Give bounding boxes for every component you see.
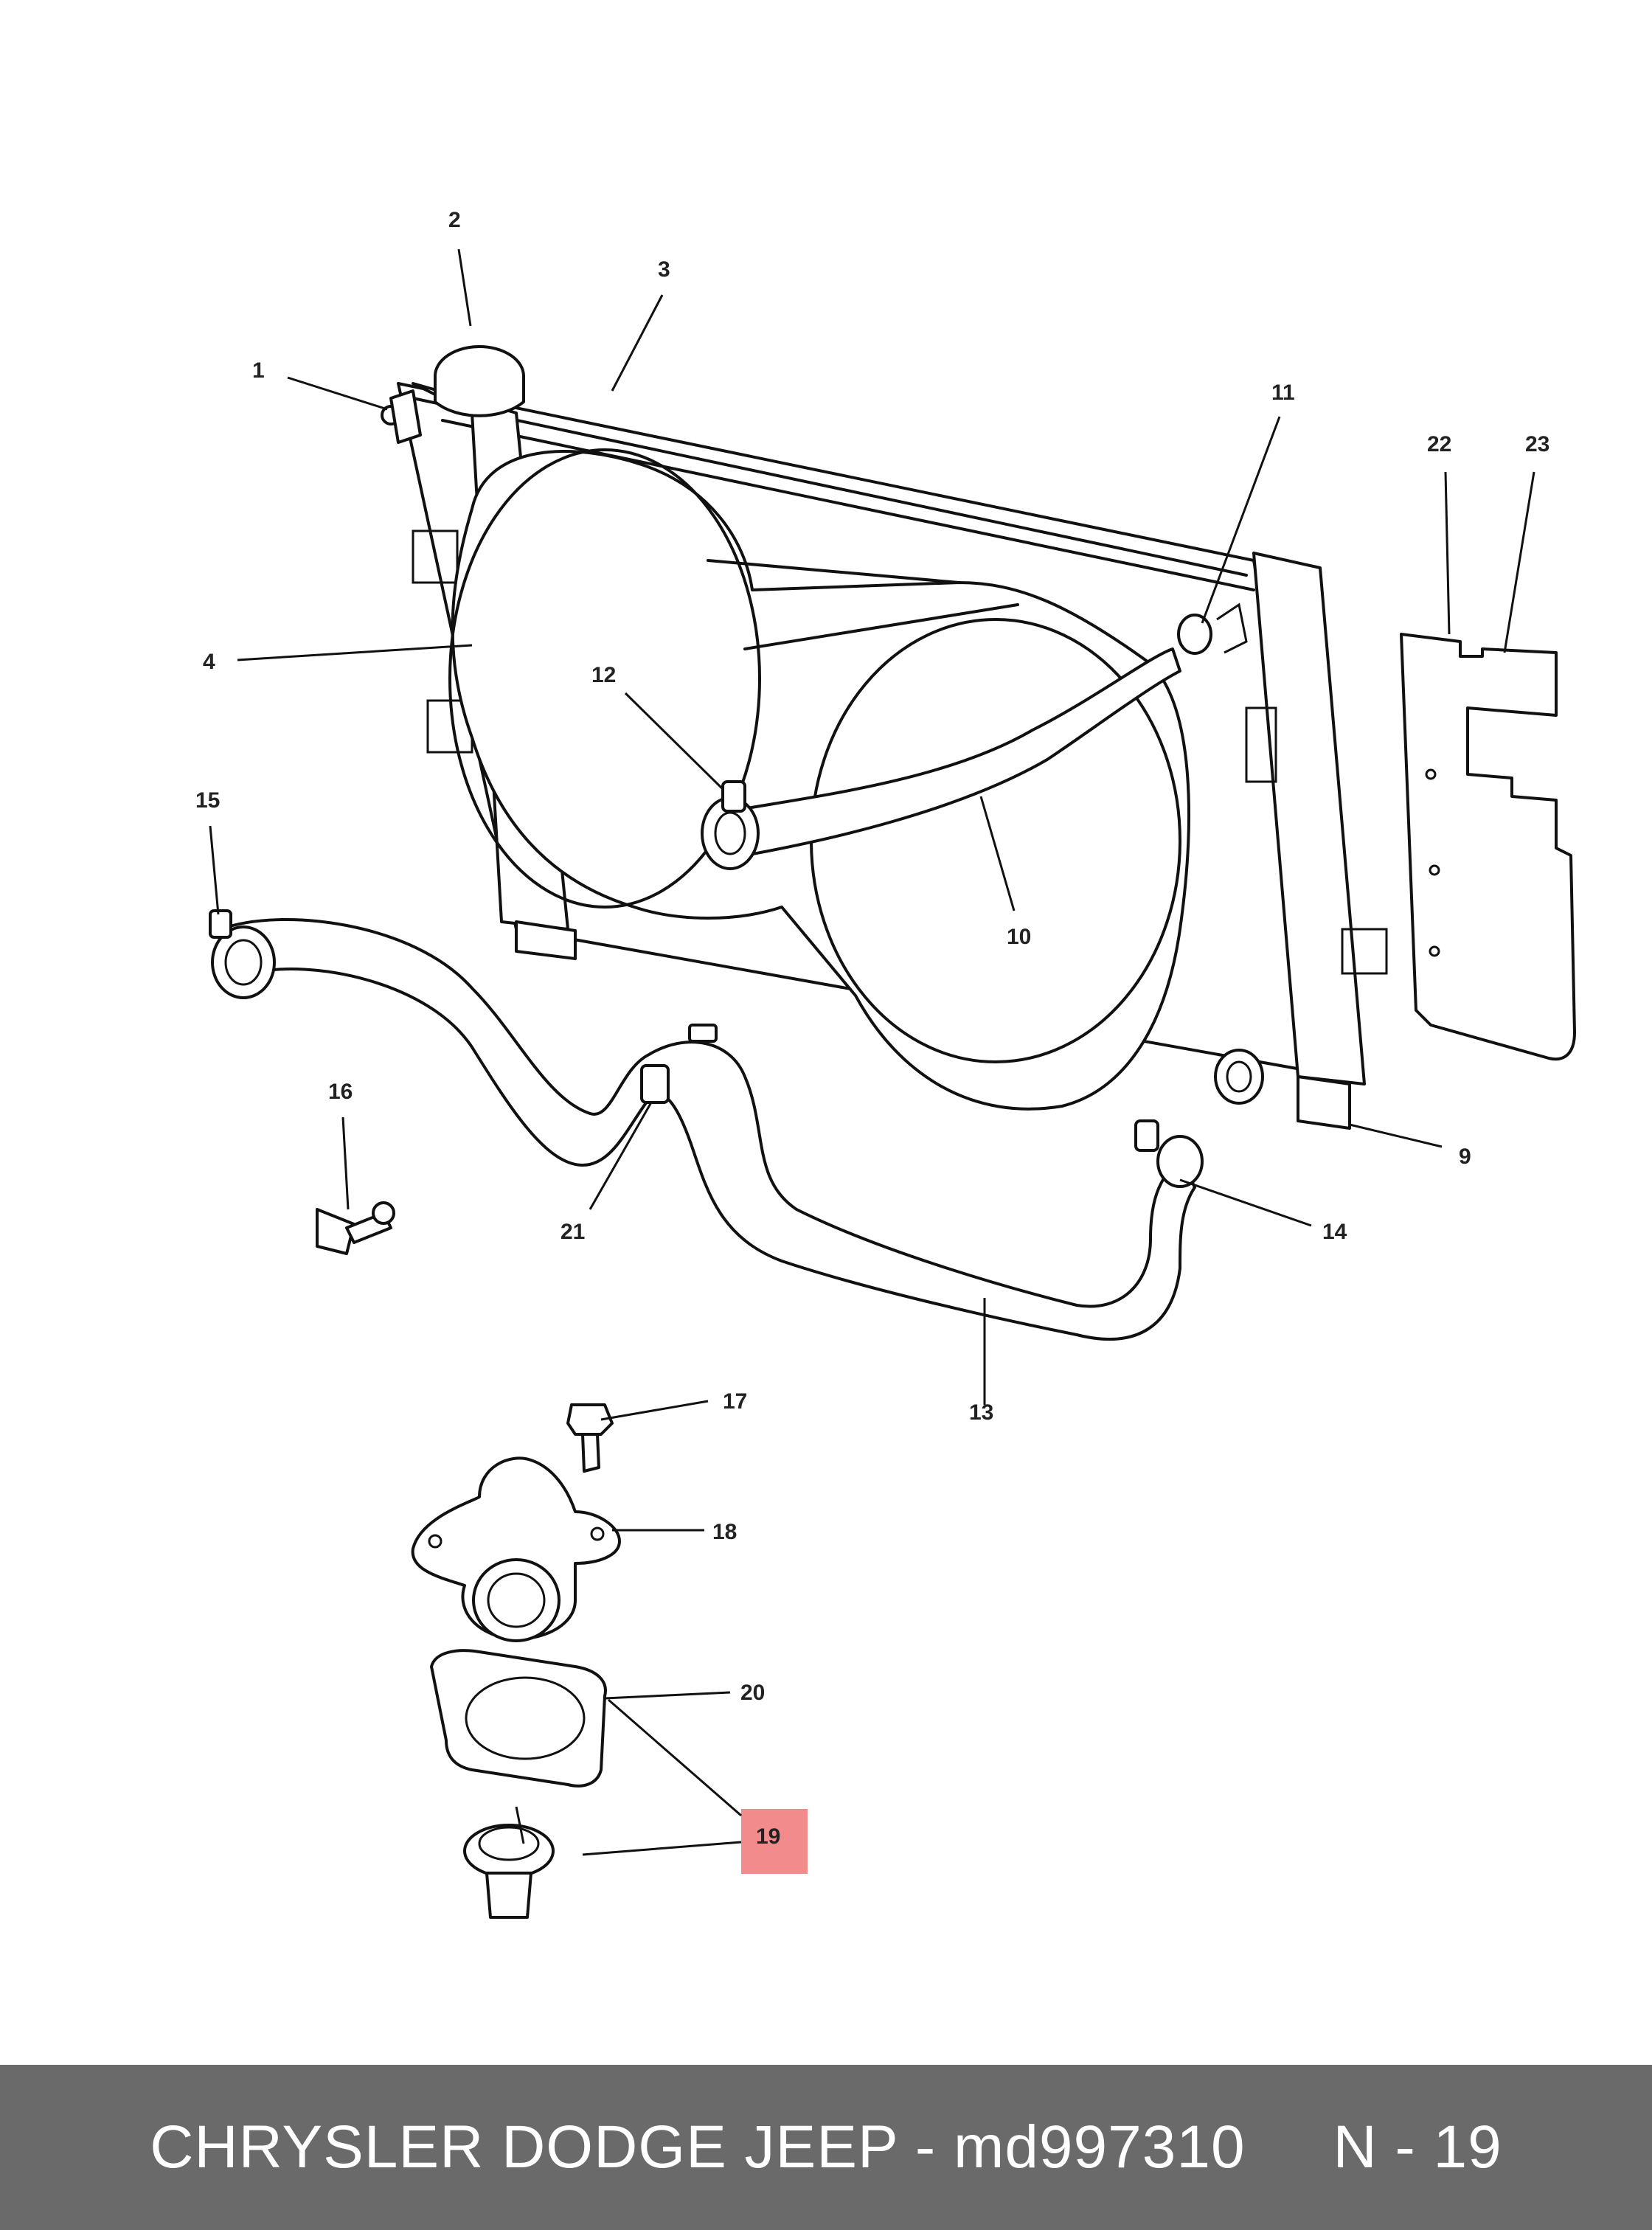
- bolt-16: [316, 1201, 395, 1255]
- callout-3: 3: [658, 257, 670, 282]
- parts-diagram: 1 2 3 4 9 10 11 12 13 14 15 16 17 18 19 …: [195, 208, 1576, 1919]
- callout-2: 2: [448, 208, 461, 232]
- callout-9: 9: [1459, 1144, 1471, 1169]
- callout-1: 1: [252, 358, 265, 383]
- callout-10: 10: [1007, 925, 1031, 949]
- gasket: [430, 1649, 607, 1788]
- footer-bar: CHRYSLER DODGE JEEP - md997310 N - 19: [0, 2065, 1652, 2230]
- callout-19: 19: [756, 1824, 780, 1849]
- leader-lines: [209, 249, 1535, 1856]
- radiator-cap: [434, 345, 525, 417]
- callout-15: 15: [195, 788, 220, 813]
- footer-caption: CHRYSLER DODGE JEEP - md997310 N - 19: [150, 2113, 1502, 2181]
- callout-19-highlight: [741, 1809, 808, 1874]
- outlet-fitting: [1214, 1049, 1264, 1105]
- callout-18: 18: [712, 1520, 737, 1544]
- callout-21: 21: [560, 1220, 585, 1244]
- callout-17: 17: [723, 1389, 747, 1414]
- bolt-17: [566, 1403, 614, 1473]
- callout-22: 22: [1427, 432, 1451, 456]
- upper-hose: [701, 602, 1248, 870]
- callout-14: 14: [1322, 1220, 1347, 1244]
- callout-4: 4: [203, 650, 215, 674]
- drain-plug: [381, 389, 422, 444]
- callout-23: 23: [1525, 432, 1549, 456]
- callout-12: 12: [591, 663, 616, 687]
- side-seal: [1400, 633, 1576, 1061]
- lower-hose: [211, 918, 1204, 1341]
- callout-13: 13: [969, 1400, 993, 1425]
- callout-labels: 1 2 3 4 9 10 11 12 13 14 15 16 17 18 19 …: [195, 208, 1549, 1849]
- hose-clamps: [209, 780, 1159, 1152]
- thermostat: [463, 1806, 555, 1919]
- callout-16: 16: [328, 1080, 353, 1104]
- thermostat-housing: [411, 1456, 621, 1642]
- callout-20: 20: [740, 1681, 765, 1705]
- callout-11: 11: [1271, 381, 1295, 405]
